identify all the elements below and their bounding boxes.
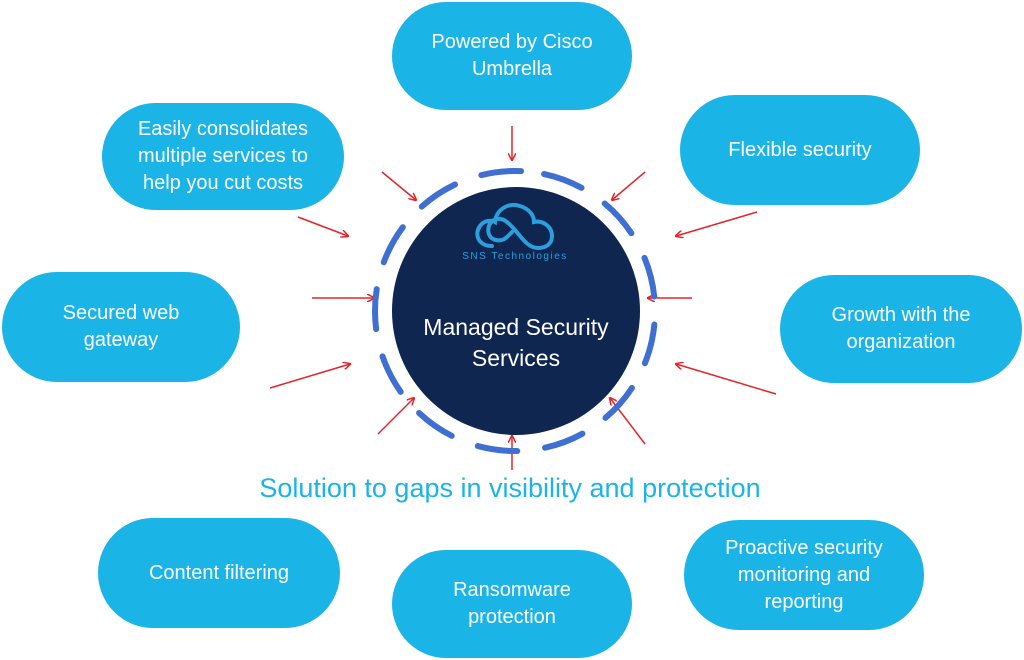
node-secured-web-gateway: Secured web gateway bbox=[2, 272, 240, 382]
arrow-top-left bbox=[381, 171, 416, 200]
node-content-filtering: Content filtering bbox=[98, 518, 340, 628]
node-ransomware-protection: Ransomware protection bbox=[392, 550, 632, 658]
node-growth: Growth with the organization bbox=[780, 275, 1022, 383]
node-proactive-monitoring: Proactive security monitoring and report… bbox=[684, 520, 924, 630]
node-flexible-security: Flexible security bbox=[680, 95, 920, 205]
arrow-bottom-left bbox=[377, 398, 414, 435]
arrow-top-right bbox=[612, 171, 646, 200]
node-cisco-umbrella: Powered by Cisco Umbrella bbox=[392, 2, 632, 110]
diagram-caption: Solution to gaps in visibility and prote… bbox=[259, 473, 761, 503]
logo-text: SNS Technologies bbox=[462, 251, 568, 262]
node-consolidates: Easily consolidates multiple services to… bbox=[102, 103, 344, 210]
arrow-upper-left bbox=[297, 216, 348, 236]
arrow-upper-right bbox=[676, 211, 758, 236]
arrow-lower-left bbox=[269, 364, 350, 389]
center-title: Managed Security Services bbox=[423, 314, 609, 371]
cloud-logo-icon bbox=[475, 203, 555, 251]
arrow-lower-right bbox=[676, 364, 777, 395]
